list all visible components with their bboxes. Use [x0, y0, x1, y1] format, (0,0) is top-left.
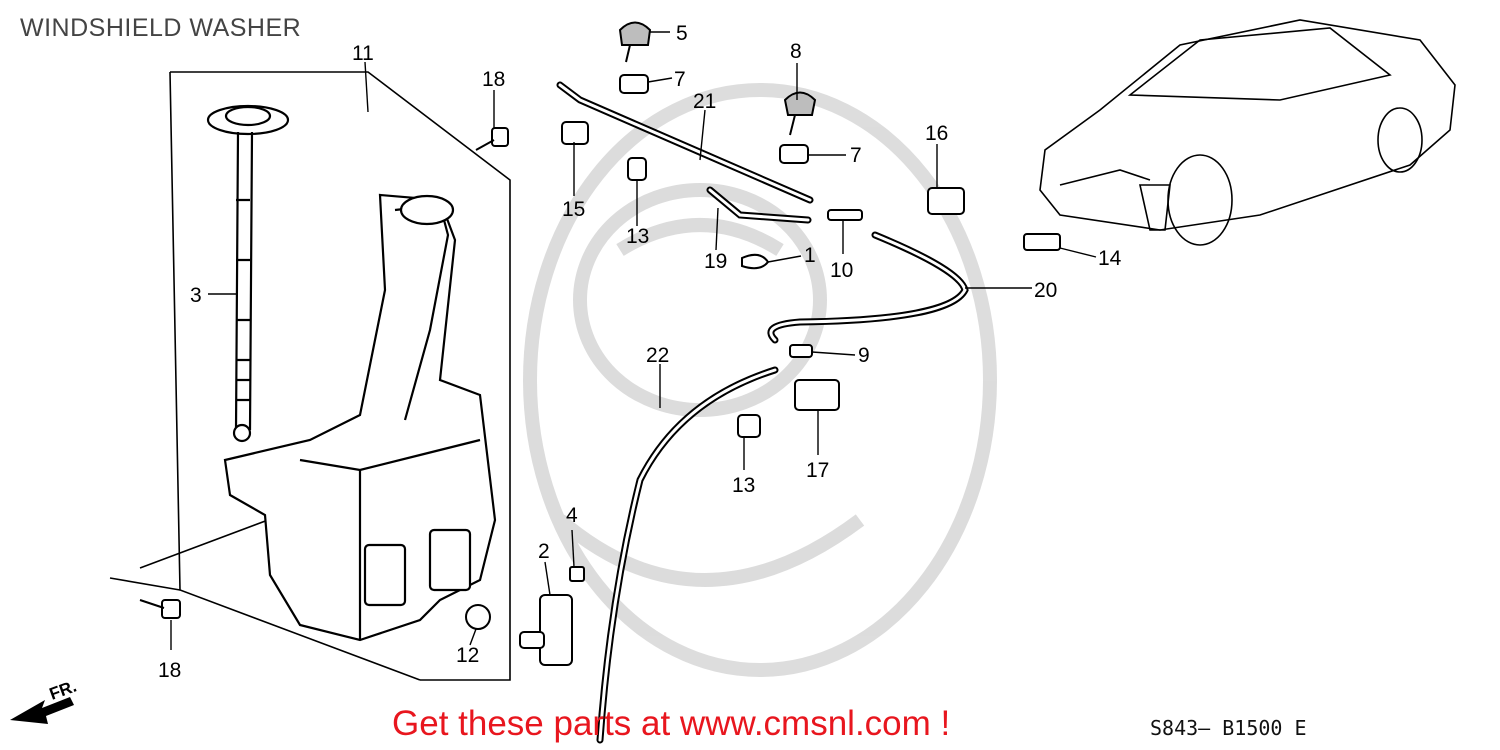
callout-19: 19	[704, 250, 727, 273]
diagram-code: S843— B1500 E	[1150, 716, 1307, 740]
callout-11: 11	[352, 42, 374, 65]
callout-22: 22	[646, 344, 669, 367]
flange-bolt-icon	[139, 127, 509, 619]
callout-13-top: 13	[626, 225, 649, 248]
washer-hoses	[556, 81, 969, 744]
callout-12: 12	[456, 644, 479, 667]
clips-and-joints	[465, 121, 1061, 666]
callout-7-top: 7	[674, 68, 686, 91]
car-outline	[1039, 19, 1456, 246]
washer-reservoir	[223, 193, 497, 642]
callout-leaders	[170, 31, 1097, 650]
diagram-title: WINDSHIELD WASHER	[20, 14, 302, 42]
callout-8: 8	[790, 40, 802, 63]
front-label: FR.	[47, 677, 79, 704]
callout-18-top: 18	[482, 68, 505, 91]
callout-4: 4	[566, 504, 578, 527]
callout-14: 14	[1098, 247, 1122, 270]
level-gauge	[206, 104, 290, 443]
callout-13-bottom: 13	[732, 474, 755, 497]
callout-1: 1	[804, 244, 816, 267]
callout-5: 5	[676, 22, 688, 45]
callout-2: 2	[538, 540, 550, 563]
front-arrow-icon	[10, 697, 74, 724]
callout-20: 20	[1034, 279, 1057, 302]
callout-17: 17	[806, 459, 829, 482]
callout-16: 16	[925, 122, 948, 145]
promo-link-text[interactable]: Get these parts at www.cmsnl.com !	[392, 704, 951, 743]
callout-3: 3	[190, 284, 202, 307]
washer-hoses-inner	[558, 83, 967, 742]
callout-18-bottom: 18	[158, 659, 181, 682]
callout-9: 9	[858, 344, 870, 367]
callout-15: 15	[562, 198, 585, 221]
washer-nozzle-icon	[618, 21, 817, 164]
callout-numbers: 11 3 18 18 5 7 15 13 21 8 7 16 19 1 10 1…	[158, 22, 1122, 682]
callout-21: 21	[693, 90, 716, 113]
callout-7-right: 7	[850, 144, 862, 167]
callout-10: 10	[830, 259, 853, 282]
